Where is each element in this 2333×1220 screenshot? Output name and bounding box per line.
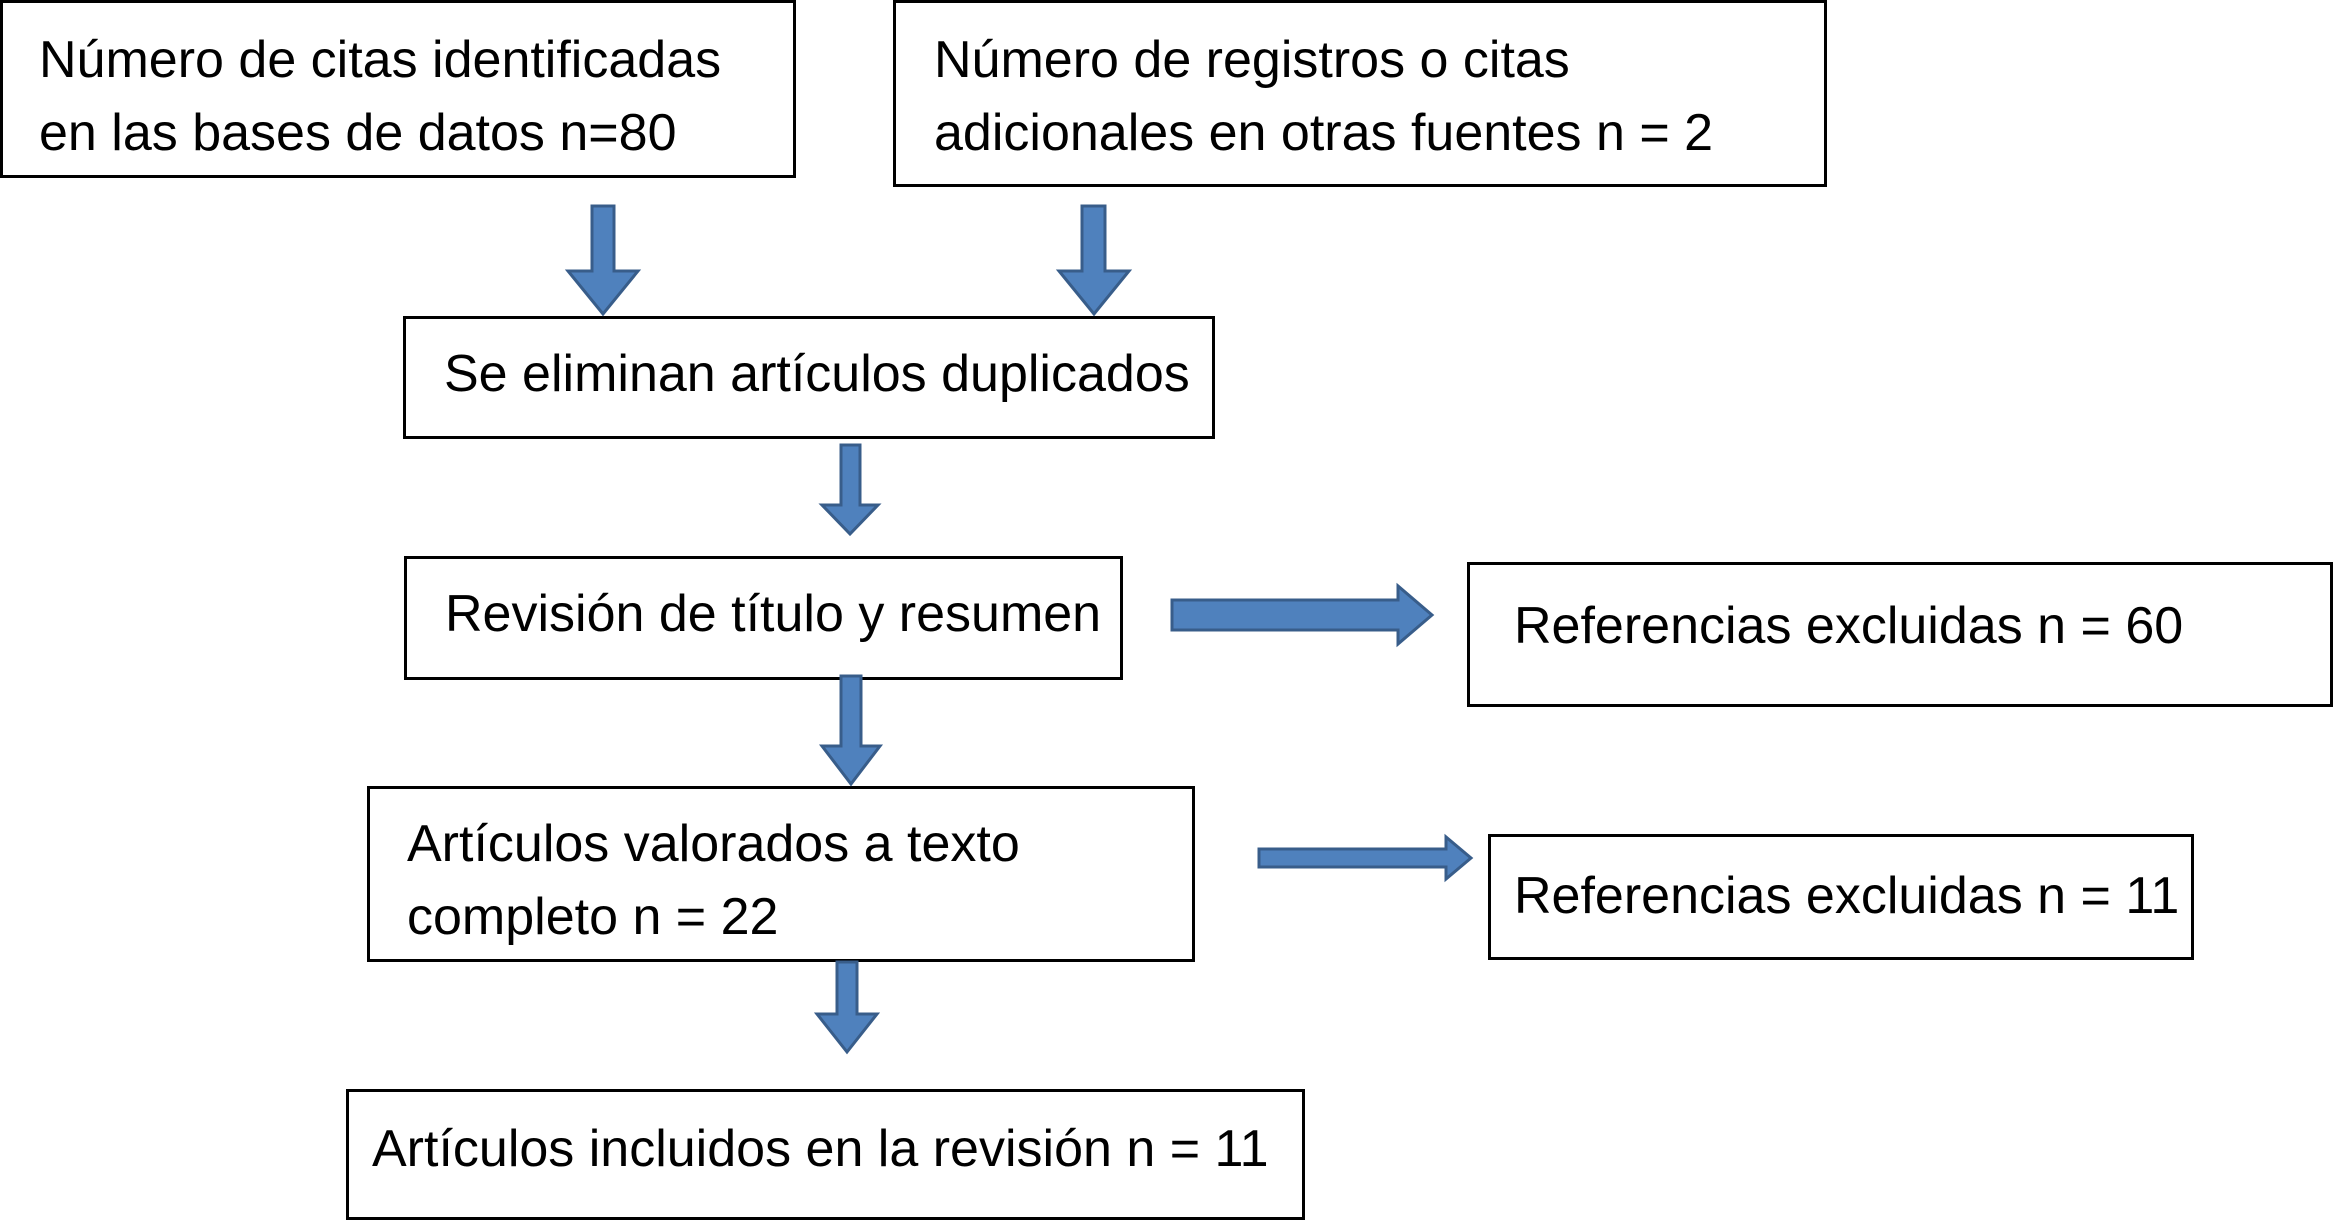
box-registros-line2: adicionales en otras fuentes n = 2 [934,104,1714,162]
arrow-down-citas [564,204,642,317]
box-citas-line1: Número de citas identificadas [39,31,722,89]
box-revision-titulo-resumen: Revisión de título y resumen [404,556,1123,680]
arrow-down-registros [1055,204,1133,317]
box-registros-adicionales: Número de registros o citas adicionales … [893,0,1827,187]
box-excluidas-60-text: Referencias excluidas n = 60 [1514,597,2184,655]
arrow-down-duplicados [818,443,882,537]
arrow-right-valorados [1257,833,1474,883]
box-valorados-line1: Artículos valorados a texto [407,815,1020,873]
box-articulos-incluidos: Artículos incluidos en la revisión n = 1… [346,1089,1305,1220]
arrow-down-revision [818,674,884,787]
box-duplicados-text: Se eliminan artículos duplicados [444,345,1190,403]
box-citas-line2: en las bases de datos n=80 [39,104,677,162]
box-referencias-excluidas-60: Referencias excluidas n = 60 [1467,562,2333,707]
box-excluidas-11-text: Referencias excluidas n = 11 [1514,867,2180,925]
box-revision-text: Revisión de título y resumen [445,585,1102,643]
box-incluidos-text: Artículos incluidos en la revisión n = 1… [372,1120,1269,1178]
box-referencias-excluidas-11: Referencias excluidas n = 11 [1488,834,2194,960]
box-valorados-line2: completo n = 22 [407,888,779,946]
arrow-right-revision [1170,582,1435,648]
box-articulos-valorados: Artículos valorados a texto completo n =… [367,786,1195,962]
box-citas-identificadas: Número de citas identificadas en las bas… [0,0,796,178]
box-duplicados: Se eliminan artículos duplicados [403,316,1215,439]
arrow-down-valorados [813,960,881,1055]
box-registros-line1: Número de registros o citas [934,31,1570,89]
